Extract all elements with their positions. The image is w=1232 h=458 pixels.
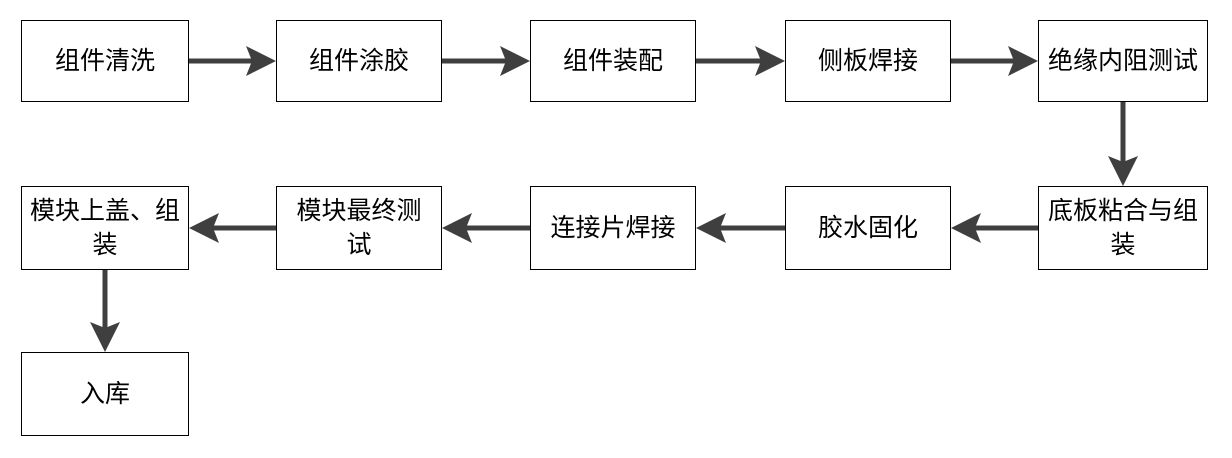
arrow-left	[442, 213, 530, 243]
step-connector-welding: 连接片焊接	[530, 186, 696, 270]
step-label: 连接片焊接	[550, 213, 676, 242]
step-base-plate-bonding: 底板粘合与组装	[1038, 186, 1208, 270]
step-warehousing: 入库	[21, 352, 189, 436]
step-label: 底板粘合与组装	[1047, 196, 1198, 259]
arrow-right	[189, 46, 276, 76]
arrow-down	[90, 270, 120, 352]
arrow-right	[696, 46, 785, 76]
step-label: 模块上盖、组装	[30, 196, 181, 259]
step-module-final-test: 模块最终测试	[276, 186, 442, 270]
step-side-plate-welding: 侧板焊接	[785, 20, 951, 102]
step-glue-curing: 胶水固化	[785, 186, 951, 270]
step-module-cover-assembly: 模块上盖、组装	[21, 186, 189, 270]
step-label: 胶水固化	[817, 213, 918, 242]
arrow-left	[189, 213, 276, 243]
step-label: 模块最终测试	[296, 196, 422, 259]
step-component-assembly: 组件装配	[530, 20, 696, 102]
step-label: 组件装配	[562, 46, 663, 75]
step-label: 绝缘内阻测试	[1047, 46, 1198, 75]
step-component-cleaning: 组件清洗	[21, 20, 189, 102]
step-component-gluing: 组件涂胶	[276, 20, 442, 102]
step-insulation-resistance-test: 绝缘内阻测试	[1038, 20, 1208, 102]
step-label: 组件涂胶	[308, 46, 409, 75]
step-label: 侧板焊接	[817, 46, 918, 75]
arrow-left	[696, 213, 785, 243]
arrow-right	[442, 46, 530, 76]
step-label: 组件清洗	[54, 46, 155, 75]
arrow-down	[1108, 102, 1138, 186]
arrow-left	[951, 213, 1038, 243]
arrow-right	[951, 46, 1038, 76]
step-label: 入库	[79, 379, 130, 408]
